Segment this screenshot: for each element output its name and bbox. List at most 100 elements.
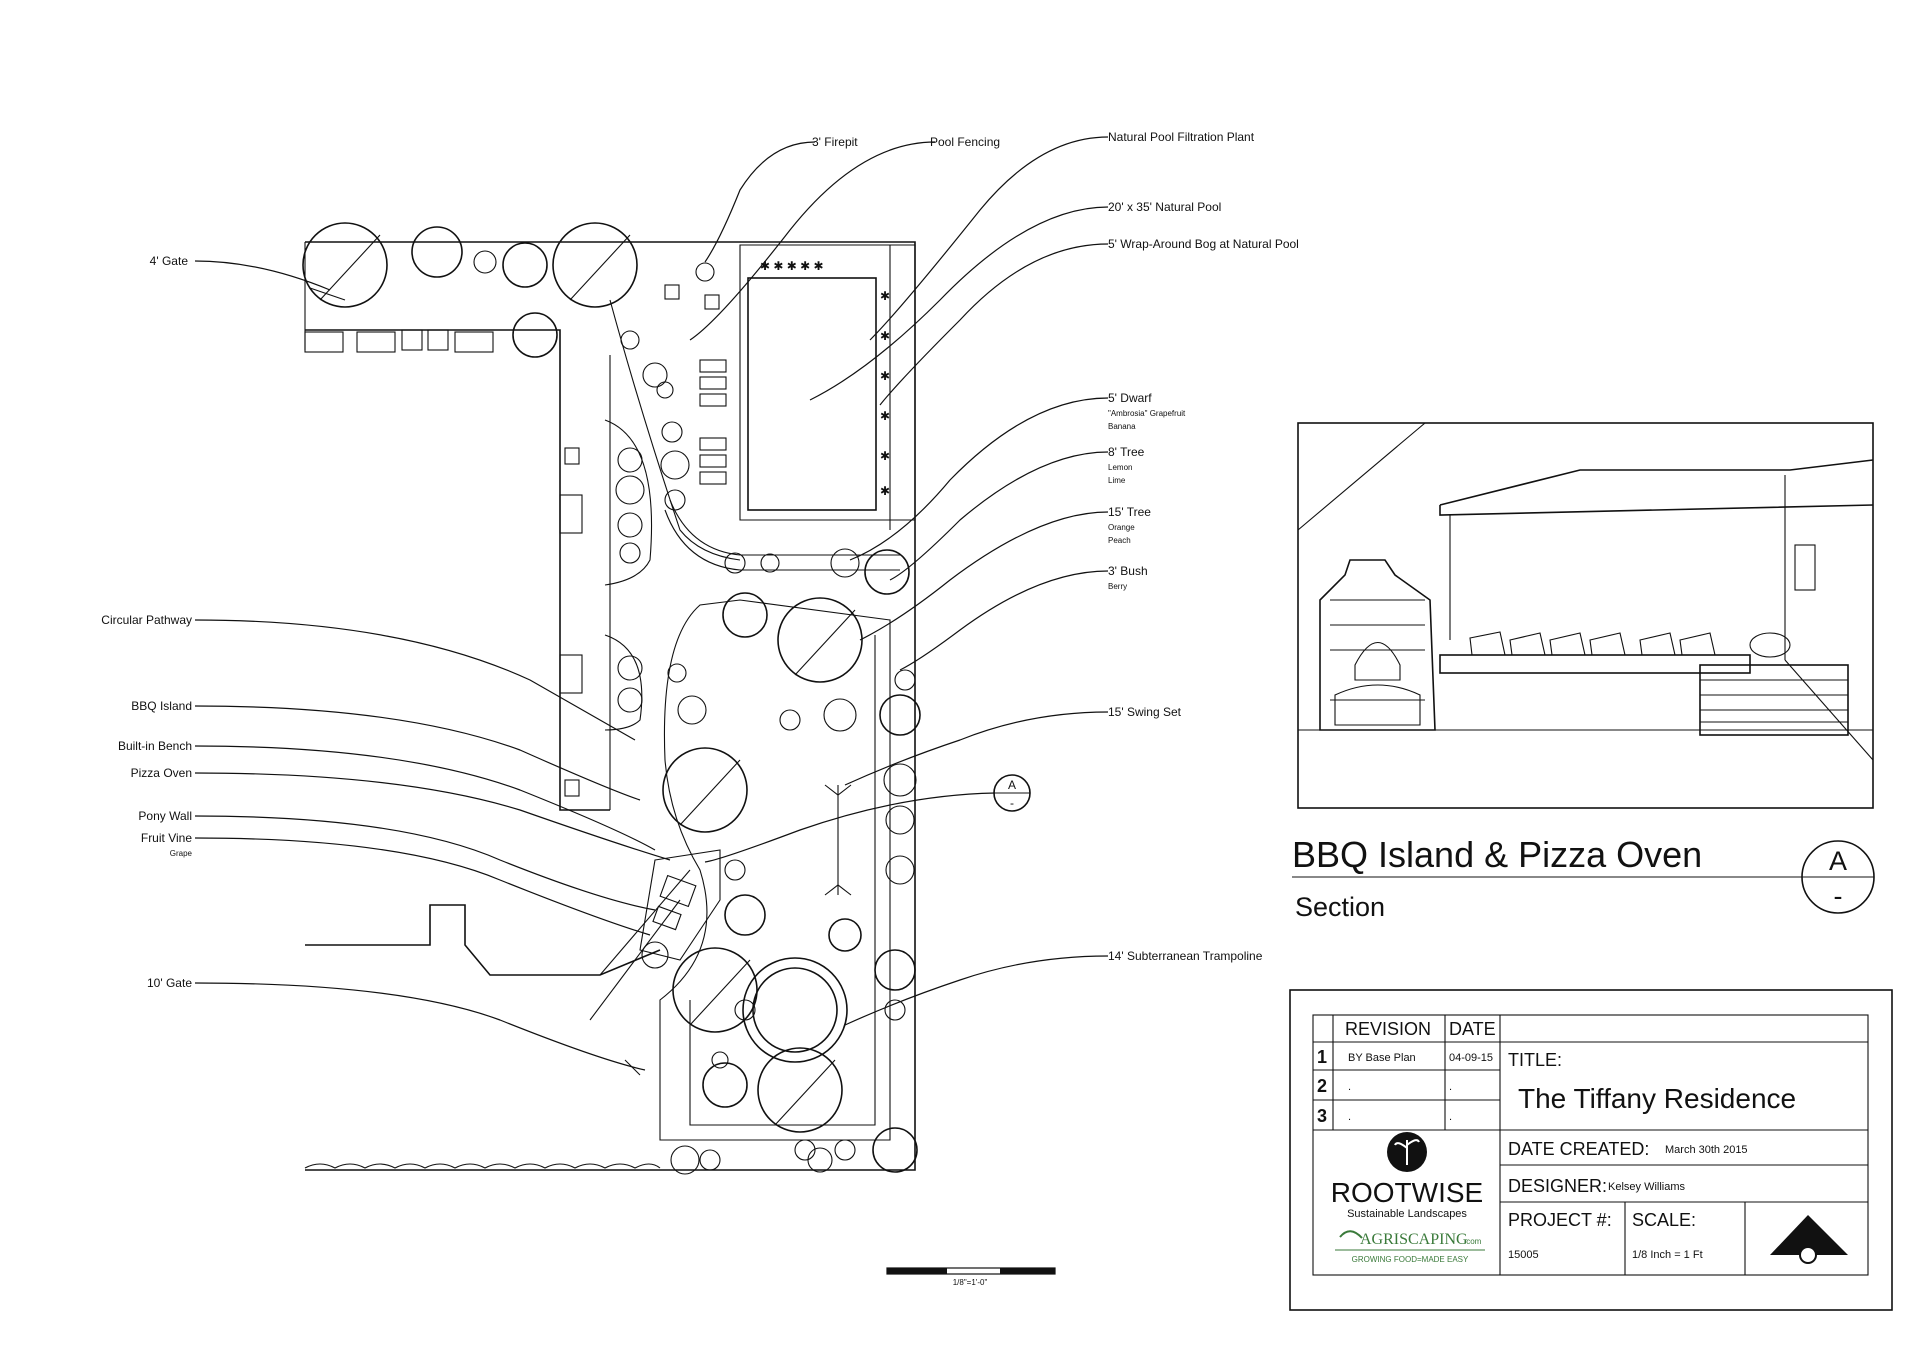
hedge-row — [304, 1163, 661, 1169]
label-built-in-bench: Built-in Bench — [118, 739, 192, 753]
label-tree-15ft: 15' Tree — [1108, 505, 1151, 519]
date-created-label: DATE CREATED: — [1508, 1139, 1649, 1159]
section-subtitle: Section — [1295, 892, 1385, 922]
built-in-bench-section — [1439, 631, 1791, 674]
house-edge — [305, 329, 610, 811]
rootwise-logo: ROOTWISE Sustainable Landscapes — [1331, 1132, 1483, 1220]
title-label: TITLE: — [1508, 1050, 1562, 1070]
rev-row-3-num: 3 — [1317, 1106, 1327, 1126]
title-block: REVISION DATE 1 BY Base Plan 04-09-15 2 … — [1289, 989, 1893, 1311]
svg-text:✱: ✱ — [880, 484, 890, 498]
bbq-island — [639, 849, 721, 961]
svg-text:✱: ✱ — [880, 369, 890, 383]
property-boundary — [305, 241, 916, 1171]
rev-row-1-date: 04-09-15 — [1449, 1052, 1493, 1064]
swing-set — [824, 784, 852, 896]
scale-label: SCALE: — [1632, 1210, 1696, 1230]
label-natural-pool: 20' x 35' Natural Pool — [1108, 200, 1221, 214]
rev-row-3-date: . — [1449, 1111, 1452, 1123]
bog-plants: ✱ ✱ ✱ ✱ ✱ ✱ ✱ ✱ ✱ ✱ ✱ — [760, 259, 890, 498]
project-label: PROJECT #: — [1508, 1210, 1612, 1230]
section-drawing: BBQ Island & Pizza Oven Section A - — [1292, 422, 1875, 922]
label-bbq-island: BBQ Island — [131, 699, 192, 713]
plan-labels-left: 4' Gate Circular Pathway BBQ Island Buil… — [101, 254, 192, 990]
label-pony-wall: Pony Wall — [138, 809, 192, 823]
agriscaping-name: AGRISCAPING — [1360, 1231, 1468, 1248]
house-outline — [305, 904, 661, 976]
svg-text:✱ ✱ ✱ ✱ ✱: ✱ ✱ ✱ ✱ ✱ — [760, 259, 824, 273]
label-bush: 3' Bush — [1108, 564, 1148, 578]
svg-text:✱: ✱ — [880, 409, 890, 423]
label-fruit-vine: Fruit Vine — [141, 831, 192, 845]
natural-pool — [747, 277, 877, 511]
label-tree-8ft-sub1: Lemon — [1108, 463, 1132, 472]
section-marker: A - — [1801, 840, 1875, 914]
company-tagline: Sustainable Landscapes — [1347, 1208, 1467, 1220]
agriscaping-dot: .com — [1464, 1237, 1482, 1246]
rev-row-2-num: 2 — [1317, 1076, 1327, 1096]
section-marker-dash: - — [1834, 881, 1843, 911]
agriscaping-tagline: GROWING FOOD=MADE EASY — [1352, 1255, 1469, 1264]
label-bog: 5' Wrap-Around Bog at Natural Pool — [1108, 237, 1299, 251]
trampoline — [742, 957, 848, 1063]
plan-marker-dash: - — [1010, 796, 1014, 810]
site-plan: ✱ ✱ ✱ ✱ ✱ ✱ ✱ ✱ ✱ ✱ ✱ — [101, 130, 1299, 1287]
section-frame — [1297, 422, 1874, 809]
label-dwarf: 5' Dwarf — [1108, 391, 1152, 405]
designer-value: Kelsey Williams — [1608, 1181, 1686, 1193]
date-header: DATE — [1449, 1019, 1496, 1039]
rev-row-1-num: 1 — [1317, 1047, 1327, 1067]
company-name: ROOTWISE — [1331, 1177, 1483, 1208]
rev-row-2-date: . — [1449, 1081, 1452, 1093]
label-trampoline: 14' Subterranean Trampoline — [1108, 949, 1263, 963]
rev-row-3-text: . — [1348, 1111, 1351, 1123]
plan-section-marker: A - — [993, 774, 1031, 812]
label-swing-set: 15' Swing Set — [1108, 705, 1182, 719]
rev-row-2-text: . — [1348, 1081, 1351, 1093]
label-gate-10ft: 10' Gate — [147, 976, 192, 990]
label-gate-4ft: 4' Gate — [150, 254, 189, 268]
tree-15ft — [302, 222, 863, 1133]
rev-row-1-text: BY Base Plan — [1348, 1052, 1416, 1064]
plan-marker-letter: A — [1008, 778, 1016, 792]
label-bush-sub: Berry — [1108, 582, 1127, 591]
svg-text:✱: ✱ — [880, 449, 890, 463]
designer-label: DESIGNER: — [1508, 1176, 1607, 1196]
label-tree-8ft: 8' Tree — [1108, 445, 1145, 459]
date-created-value: March 30th 2015 — [1665, 1144, 1748, 1156]
bush-3ft — [473, 250, 917, 1175]
plan-labels-right: 3' Firepit Pool Fencing Natural Pool Fil… — [812, 130, 1299, 963]
section-marker-letter: A — [1829, 846, 1847, 876]
label-pizza-oven: Pizza Oven — [131, 766, 192, 780]
label-tree-15ft-sub2: Peach — [1108, 536, 1131, 545]
svg-text:✱: ✱ — [880, 289, 890, 303]
label-fruit-vine-sub: Grape — [170, 849, 193, 858]
label-circular-pathway: Circular Pathway — [101, 613, 192, 627]
agriscaping-logo: AGRISCAPING .com GROWING FOOD=MADE EASY — [1335, 1230, 1485, 1264]
label-dwarf-sub2: Banana — [1108, 422, 1136, 431]
scale-value: 1/8 Inch = 1 Ft — [1632, 1249, 1703, 1261]
scale-bar: 1/8"=1'-0" — [886, 1267, 1056, 1287]
pizza-oven-section — [1319, 559, 1436, 731]
tree-8ft — [411, 226, 921, 1173]
bbq-island-section — [1699, 664, 1849, 736]
stepping-pavers — [304, 329, 494, 353]
label-tree-8ft-sub2: Lime — [1108, 476, 1126, 485]
label-filtration-plant: Natural Pool Filtration Plant — [1108, 130, 1255, 144]
label-tree-15ft-sub1: Orange — [1108, 523, 1135, 532]
pool-bog — [739, 244, 916, 521]
label-pool-fencing: Pool Fencing — [930, 135, 1000, 149]
north-arrow-icon — [1770, 1215, 1848, 1264]
leader-lines-left — [194, 260, 996, 1071]
gate-4ft — [309, 287, 346, 301]
project-value: 15005 — [1508, 1249, 1539, 1261]
leader-lines-right — [689, 136, 1109, 1026]
svg-text:✱: ✱ — [880, 329, 890, 343]
lounge-chairs — [564, 284, 727, 797]
firepit — [695, 262, 715, 282]
label-dwarf-sub1: "Ambrosia" Grapefruit — [1108, 409, 1186, 418]
revision-header: REVISION — [1345, 1019, 1431, 1039]
section-title: BBQ Island & Pizza Oven — [1292, 834, 1702, 875]
circular-pathway — [659, 599, 891, 1141]
